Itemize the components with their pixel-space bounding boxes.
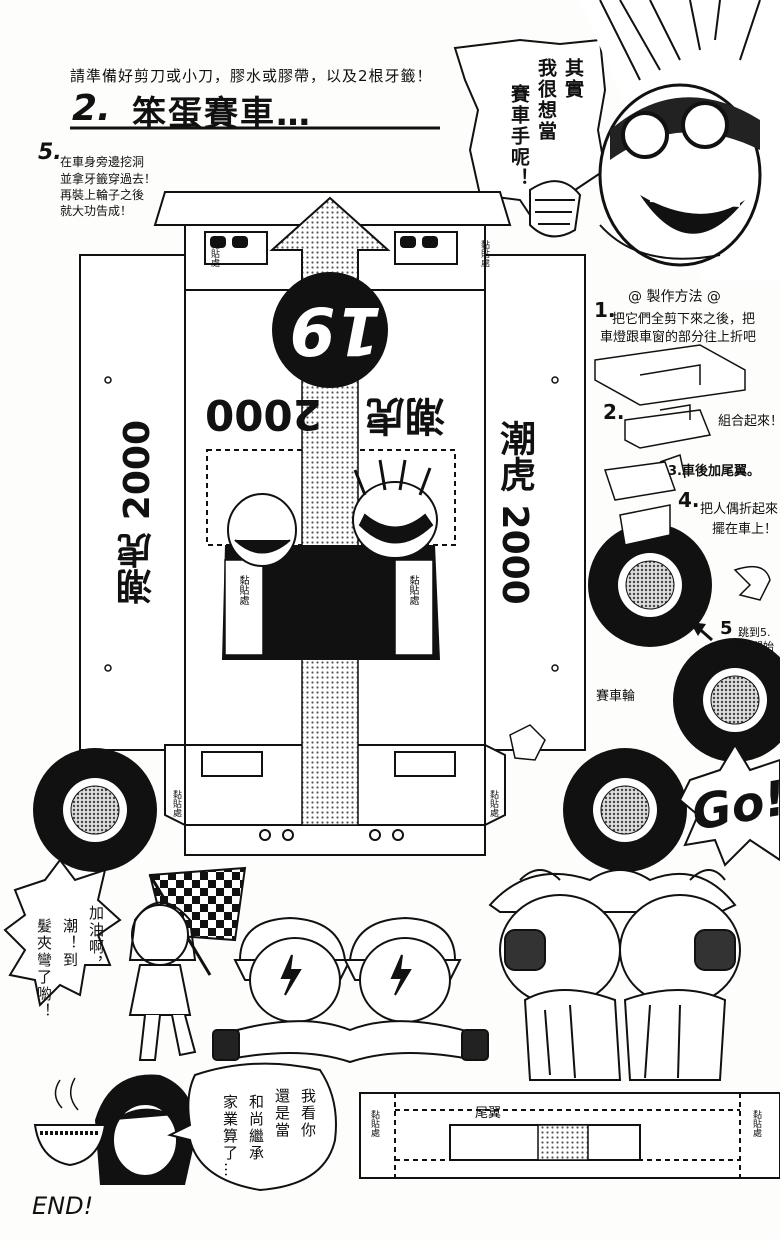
go-burst xyxy=(678,743,780,867)
materials-instruction: 請準備好剪刀或小刀，膠水或膠帶，以及2根牙籤！ xyxy=(70,67,433,85)
step5-note-line-3: 再裝上輪子之後 xyxy=(60,188,145,202)
step5-note-number: 5. xyxy=(38,140,62,165)
step4-line-2: 擺在車上！ xyxy=(712,522,778,537)
car-year-upside-down: 2000 xyxy=(205,390,322,439)
step1-line-2: 車燈跟車窗的部分往上折吧 xyxy=(600,330,757,345)
step4-number: 4. xyxy=(678,488,700,512)
step1-number: 1. xyxy=(594,298,616,322)
end-text: END! xyxy=(32,1192,94,1220)
monster-figures xyxy=(488,869,741,1081)
cabin-dark xyxy=(222,545,440,660)
glue-label-6: 黏貼處 xyxy=(488,790,498,817)
wing-label: 尾翼 xyxy=(475,1106,502,1121)
car-side-text-right: 潮虎 2000 xyxy=(494,420,535,605)
step5-line-2: 遊戲開始 xyxy=(730,640,774,653)
glue-label-5: 黏貼處 xyxy=(171,790,181,817)
bottom-speech-col-4: 家業算了… xyxy=(221,1094,239,1179)
car-number: 19 xyxy=(290,292,382,369)
glue-label-wing-left: 黏貼處 xyxy=(369,1110,379,1137)
step5-number: 5 xyxy=(720,618,733,639)
racer-character xyxy=(529,0,780,280)
racer-speech-col-1: 其實 xyxy=(562,58,584,100)
wheels xyxy=(33,523,780,872)
girl-with-flag xyxy=(128,866,247,1061)
girl-speech-bubble xyxy=(3,858,122,1008)
wheel-label: 賽車輪 xyxy=(596,689,636,704)
bottom-speech-col-1: 我看你 xyxy=(299,1088,317,1139)
spiral-icon: @ xyxy=(702,289,721,305)
spiral-icon: @ xyxy=(628,289,647,305)
wing-stripe xyxy=(537,1124,589,1161)
title-number: 2. xyxy=(72,88,111,129)
glue-label-3: 黏貼處 xyxy=(237,575,248,605)
step3-text: 3.車後加尾翼。 xyxy=(668,464,760,479)
driver-figures xyxy=(212,916,489,1064)
girl-speech-col-1: 加油啊， xyxy=(87,905,105,973)
step5-line-1: 跳到5. xyxy=(738,626,771,639)
car-side-text-left: 潮虎 2000 xyxy=(117,420,158,605)
step2-text: 組合起來！ xyxy=(718,414,780,429)
number-circle xyxy=(272,272,388,388)
glue-label-4: 黏貼處 xyxy=(407,575,418,605)
glue-label-2: 黏貼處 xyxy=(479,240,489,267)
step2-number: 2. xyxy=(603,400,625,424)
instructions-heading: @ 製作方法 @ xyxy=(628,286,721,306)
glue-label-wing-right: 黏貼處 xyxy=(751,1110,761,1137)
step5-note-line-4: 就大功告成！ xyxy=(60,204,133,218)
girl-speech-col-2: 潮！到 xyxy=(61,918,79,969)
drivers-in-window xyxy=(227,459,438,567)
step1-line-1: 把它們全剪下來之後，把 xyxy=(612,312,756,327)
step4-line-1: 把人偶折起來 xyxy=(700,502,779,517)
bottom-speech-col-2: 還是當 xyxy=(273,1088,291,1139)
instruction-diagrams xyxy=(594,344,746,546)
girl-with-bowl xyxy=(33,1074,196,1185)
pointing-hand xyxy=(733,565,771,601)
bottom-speech-bubble xyxy=(167,1062,337,1192)
step5-note-line-1: 在車身旁邊挖洞 xyxy=(60,155,145,169)
step5-note-line-2: 並拿牙籤穿過去！ xyxy=(60,172,157,186)
page-title: 笨蛋賽車… xyxy=(132,94,312,134)
racer-speech-col-2: 我很想當 xyxy=(535,58,557,142)
glue-label-1: 黏貼處 xyxy=(209,240,219,267)
bottom-speech-col-3: 和尚繼承 xyxy=(247,1094,265,1162)
girl-speech-col-3: 髮夾彎了喲！ xyxy=(35,918,53,1020)
instructions-heading-text: 製作方法 xyxy=(646,289,703,305)
racer-speech-col-3: 賽車手呢！ xyxy=(508,84,530,189)
car-brand-upside-down: 潮虎 xyxy=(365,392,445,438)
